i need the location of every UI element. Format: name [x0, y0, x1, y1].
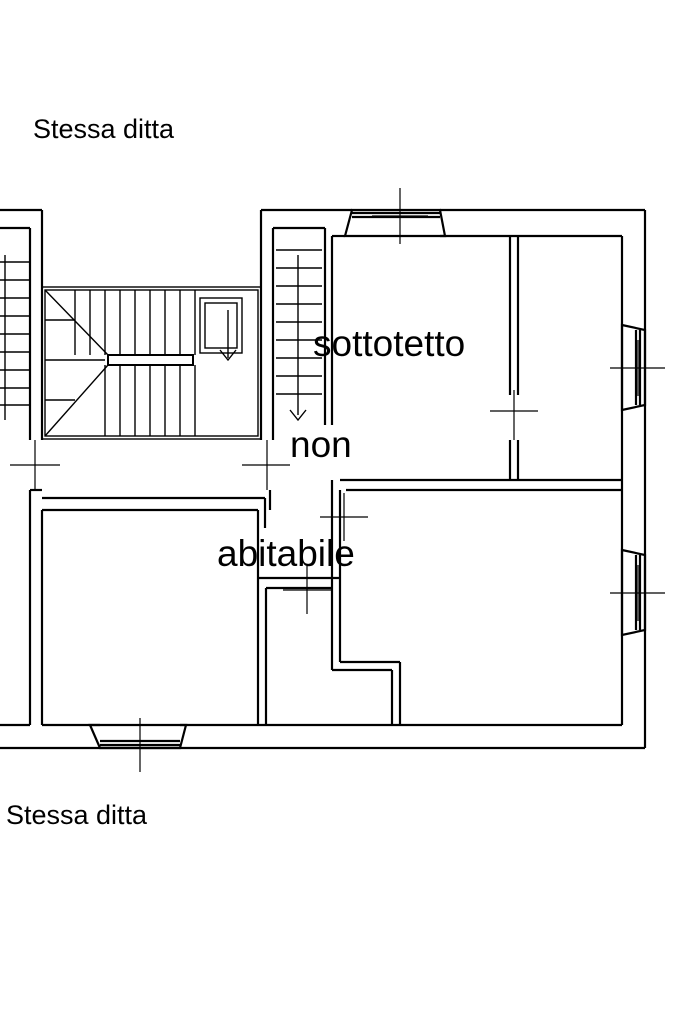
- window-top: [343, 208, 447, 238]
- crosshair-markers: [10, 188, 665, 772]
- interior-walls: [28, 236, 622, 725]
- right-staircase: [276, 249, 322, 422]
- neighbor-label-bottom: Stessa ditta: [6, 800, 148, 830]
- room-label-abitabile: abitabile: [217, 533, 355, 574]
- room-label-sottotetto: sottotetto: [313, 323, 466, 364]
- room-label-non: non: [290, 424, 352, 465]
- left-staircase: [0, 255, 30, 420]
- neighbor-label-top: Stessa ditta: [33, 114, 175, 144]
- central-staircase: [41, 286, 262, 440]
